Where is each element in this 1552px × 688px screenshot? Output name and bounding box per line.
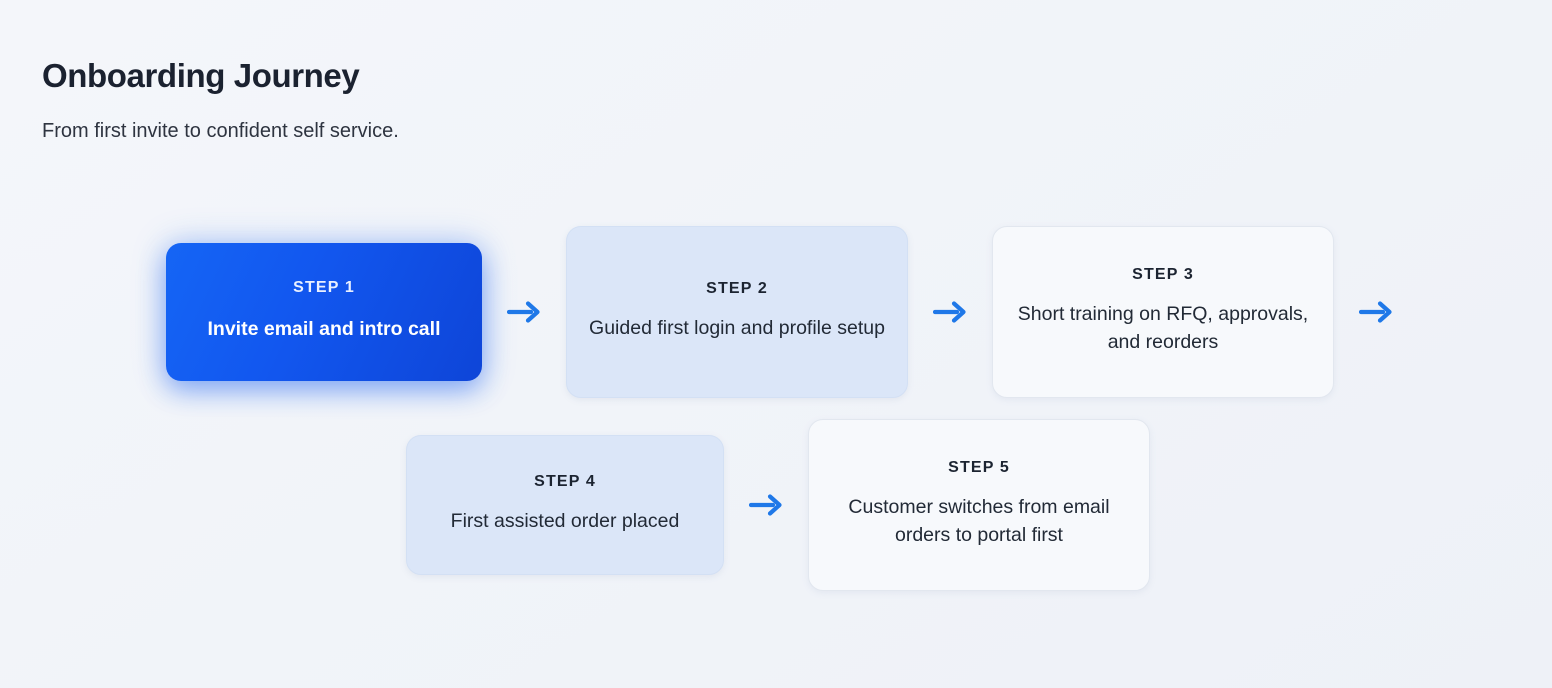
arrow-right-icon-1 [482, 292, 566, 332]
step-card-1[interactable]: STEP 1 Invite email and intro call [166, 243, 482, 381]
flow-row-1: STEP 1 Invite email and intro call STEP … [0, 214, 1552, 410]
step-card-5-label: STEP 5 [948, 459, 1010, 477]
step-card-5-text: Customer switches from email orders to p… [848, 496, 1110, 546]
step-card-4-text: First assisted order placed [450, 510, 680, 533]
step-card-2-text: Guided first login and profile setup [589, 317, 885, 340]
step-card-4[interactable]: STEP 4 First assisted order placed [406, 435, 724, 575]
header: Onboarding Journey From first invite to … [42, 57, 942, 144]
arrow-right-icon-2 [908, 292, 992, 332]
page-subtitle: From first invite to confident self serv… [42, 119, 399, 142]
journey-flow: STEP 1 Invite email and intro call STEP … [0, 214, 1552, 600]
step-card-1-label: STEP 1 [293, 279, 355, 297]
page-title: Onboarding Journey [42, 57, 360, 94]
step-card-5[interactable]: STEP 5 Customer switches from email orde… [808, 419, 1150, 591]
step-card-2[interactable]: STEP 2 Guided first login and profile se… [566, 226, 908, 398]
step-card-3[interactable]: STEP 3 Short training on RFQ, approvals,… [992, 226, 1334, 398]
arrow-right-icon-wrap [1334, 292, 1418, 332]
step-card-2-label: STEP 2 [706, 280, 768, 298]
step-card-1-text: Invite email and intro call [207, 318, 441, 341]
step-card-3-label: STEP 3 [1132, 266, 1194, 284]
step-card-3-text: Short training on RFQ, approvals, and re… [1017, 303, 1309, 353]
flow-row-2: STEP 4 First assisted order placed STEP … [0, 410, 1552, 600]
arrow-right-icon-3 [724, 485, 808, 525]
step-card-4-label: STEP 4 [534, 473, 596, 491]
